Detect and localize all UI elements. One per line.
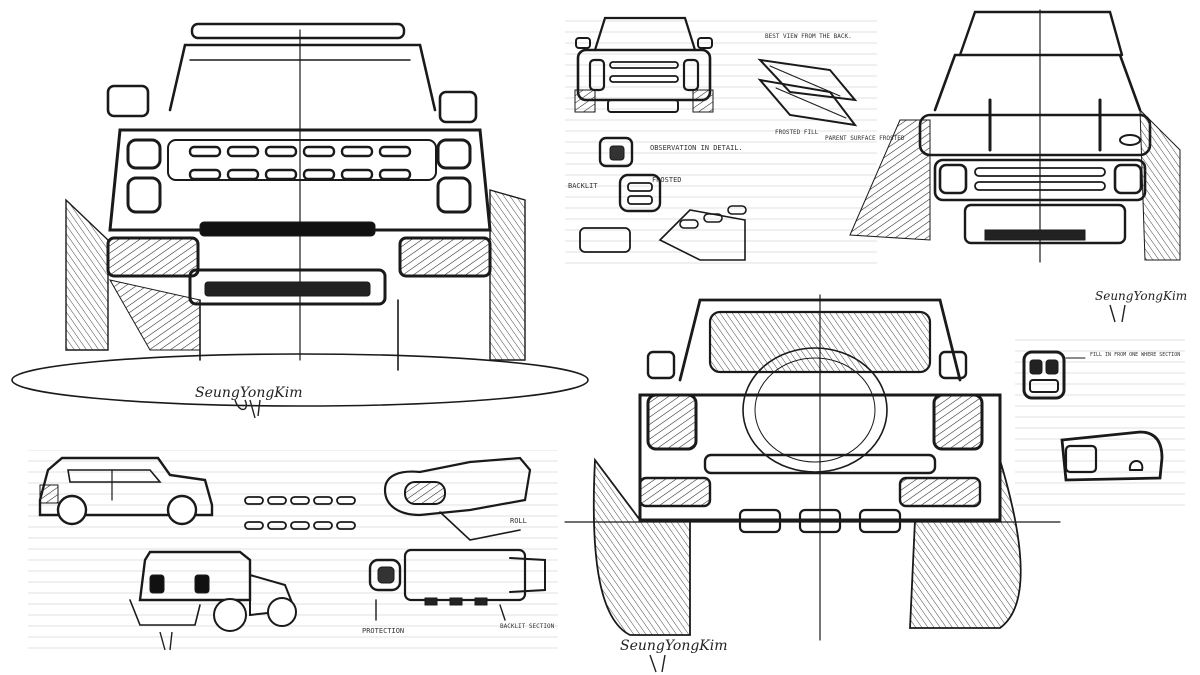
lamp-details-top <box>579 136 747 261</box>
tail-lamp-details <box>1022 350 1164 482</box>
svg-text:ROLL: ROLL <box>510 517 527 525</box>
svg-text:PARENT SURFACE FROSTED: PARENT SURFACE FROSTED <box>825 135 905 142</box>
svg-text:FROSTED FILL: FROSTED FILL <box>775 129 819 136</box>
signature-top-right: SeungYongKim <box>1095 289 1187 323</box>
bumper-protection-sketch <box>368 548 546 621</box>
svg-text:BACKLIT: BACKLIT <box>568 182 598 190</box>
three-quarter-front-sketch <box>849 9 1181 263</box>
signature-rear: SeungYongKim <box>620 638 728 673</box>
lens-exploded-sketch <box>757 58 858 127</box>
svg-text:SeungYongKim: SeungYongKim <box>620 638 728 654</box>
detail-notepad-bottom <box>28 450 558 655</box>
svg-text:FILL IN FROM ONE WHERE SECTION: FILL IN FROM ONE WHERE SECTION <box>1090 352 1180 358</box>
rear-three-quarter-small-sketch <box>129 550 297 632</box>
notes-bottom: ROLL PROTECTION BACKLIT SECTION <box>362 517 555 635</box>
notes-top: BEST VIEW FROM THE BACK. FROSTED FILL PA… <box>568 33 905 190</box>
front-view-sketch <box>11 22 589 407</box>
svg-text:PROTECTION: PROTECTION <box>362 627 404 635</box>
svg-text:SeungYongKim: SeungYongKim <box>195 385 303 401</box>
signature-front: SeungYongKim <box>195 385 303 419</box>
grille-slot-study <box>244 496 356 530</box>
rear-view-sketch <box>564 294 1061 641</box>
svg-text:BACKLIT SECTION: BACKLIT SECTION <box>500 623 555 630</box>
light-pipe-roll-sketch <box>383 456 532 541</box>
signature-bottom-left <box>159 631 173 651</box>
svg-text:OBSERVATION IN DETAIL.: OBSERVATION IN DETAIL. <box>650 144 743 152</box>
svg-text:BEST VIEW FROM THE BACK.: BEST VIEW FROM THE BACK. <box>765 33 852 40</box>
svg-text:FROSTED: FROSTED <box>652 176 682 184</box>
side-view-sketch <box>38 456 214 526</box>
notes-right: FILL IN FROM ONE WHERE SECTION <box>1090 352 1180 358</box>
small-front-sketch <box>574 16 714 113</box>
svg-text:SeungYongKim: SeungYongKim <box>1095 289 1187 303</box>
